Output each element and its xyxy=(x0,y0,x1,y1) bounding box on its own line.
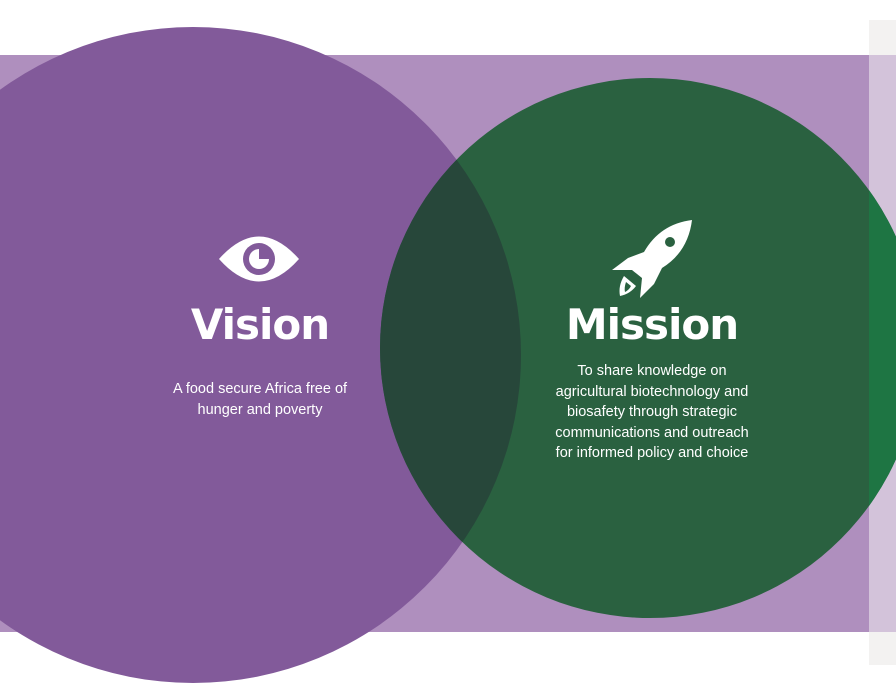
mission-line: for informed policy and choice xyxy=(555,445,749,461)
mission-description: To share knowledge on agricultural biote… xyxy=(497,361,807,464)
vision-line: A food secure Africa free of xyxy=(172,381,348,397)
vision-circle xyxy=(0,27,521,683)
vision-section: Vision A food secure Africa free of hung… xyxy=(110,300,410,420)
vision-description: A food secure Africa free of hunger and … xyxy=(110,379,410,420)
eye-icon xyxy=(219,236,299,282)
mission-title: Mission xyxy=(565,300,739,349)
mission-section: Mission To share knowledge on agricultur… xyxy=(497,300,807,464)
mission-line: agricultural biotechnology and xyxy=(555,383,749,400)
vision-title: Vision xyxy=(190,300,330,349)
mission-line: communications and outreach xyxy=(555,424,749,441)
mission-circle xyxy=(380,78,896,618)
rocket-icon xyxy=(612,220,692,298)
mission-line: To share knowledge on xyxy=(577,363,727,379)
mission-circle-strip-part xyxy=(869,190,896,506)
mission-line: biosafety through strategic xyxy=(566,404,738,420)
vision-line: hunger and poverty xyxy=(197,401,323,418)
